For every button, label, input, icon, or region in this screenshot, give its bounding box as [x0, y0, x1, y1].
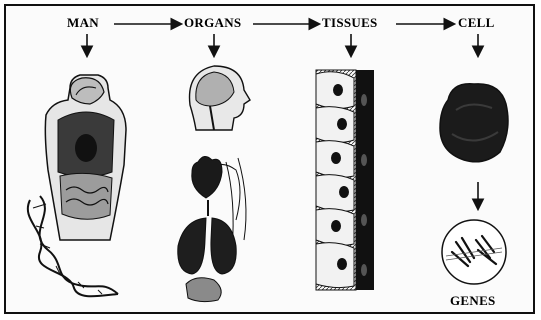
label-man: MAN — [67, 15, 99, 31]
label-tissues: TISSUES — [322, 15, 378, 31]
label-genes: GENES — [450, 293, 496, 309]
label-cell: CELL — [458, 15, 495, 31]
tissue-layer-illustration — [316, 70, 374, 290]
label-organs: ORGANS — [184, 15, 241, 31]
cell-illustration — [440, 84, 508, 162]
head-profile-illustration — [190, 66, 251, 130]
heart-lungs-illustration — [178, 156, 246, 301]
chromosomes-illustration — [442, 220, 506, 284]
torso-illustration — [45, 75, 126, 240]
